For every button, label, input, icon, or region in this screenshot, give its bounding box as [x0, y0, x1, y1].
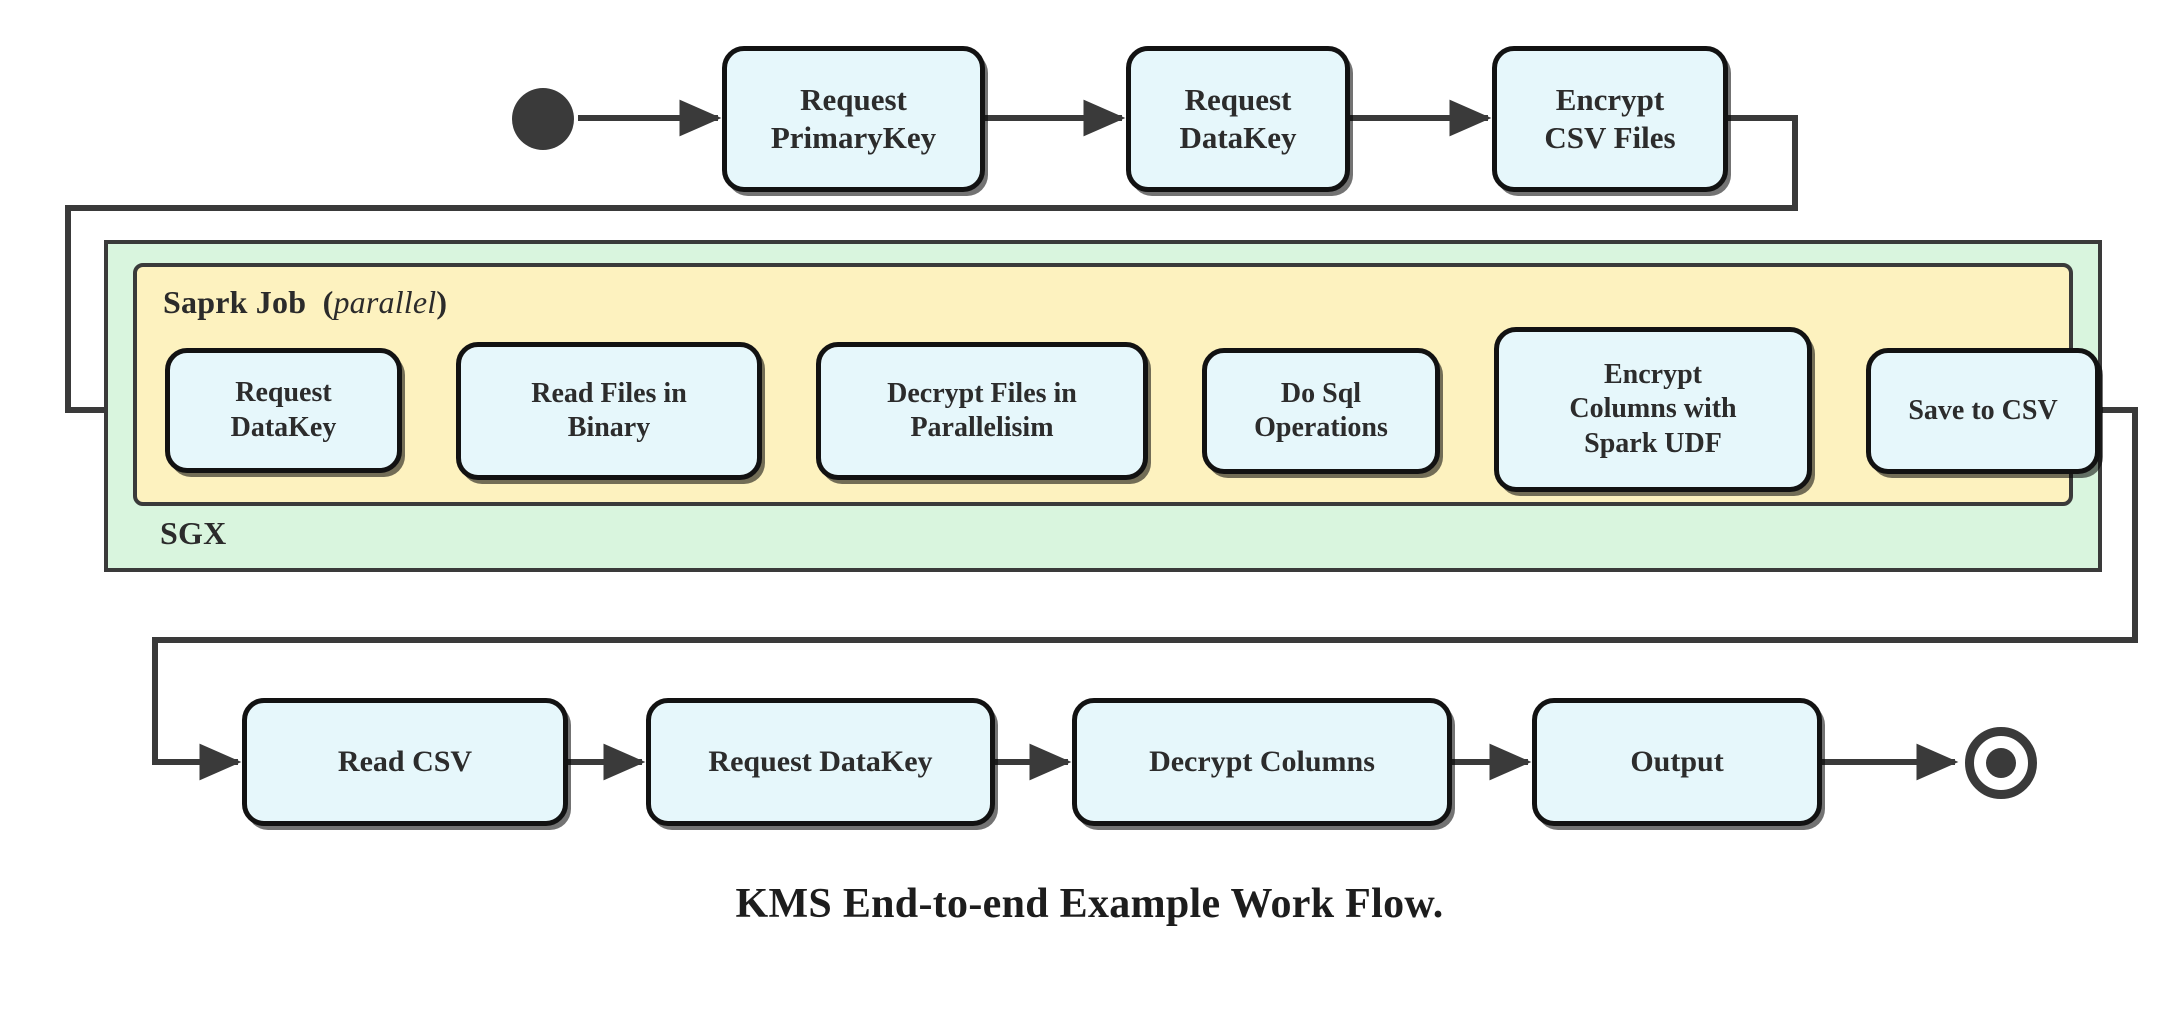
spark-label-paren-open: ( — [322, 284, 334, 320]
container-sgx-label: SGX — [160, 515, 226, 552]
node-read-files-in-binary[interactable]: Read Files in Binary — [456, 342, 762, 480]
edge-encrypt-csv-to-spark-datakey — [65, 115, 1798, 429]
node-request-primarykey[interactable]: Request PrimaryKey — [722, 46, 985, 192]
node-line: Request DataKey — [708, 744, 933, 778]
node-line: Operations — [1254, 412, 1388, 443]
figure-caption: KMS End-to-end Example Work Flow. — [0, 880, 2179, 928]
node-line: PrimaryKey — [770, 120, 937, 155]
node-output[interactable]: Output — [1532, 698, 1822, 826]
node-line: Spark UDF — [1584, 427, 1722, 459]
node-read-csv[interactable]: Read CSV — [242, 698, 568, 826]
spark-label-bold: Saprk Job — [163, 284, 307, 320]
node-line: Request — [800, 82, 907, 118]
node-line: Request — [1184, 82, 1292, 118]
node-line: Do Sql — [1280, 377, 1362, 409]
node-line: Encrypt — [1555, 82, 1665, 118]
edge-save-csv-to-read-csv — [152, 407, 2138, 781]
spark-label-italic: parallel — [333, 284, 437, 320]
node-line: Decrypt Columns — [1149, 744, 1375, 778]
container-spark-job-label: Saprk Job (parallel) — [163, 284, 447, 321]
node-decrypt-files-in-parallelisim[interactable]: Decrypt Files in Parallelisim — [816, 342, 1148, 480]
container-sgx-label-text: SGX — [160, 515, 227, 551]
node-line: Output — [1630, 744, 1724, 778]
node-line: Request — [235, 377, 332, 409]
node-save-to-csv[interactable]: Save to CSV — [1866, 348, 2100, 474]
start-node — [512, 88, 574, 150]
node-request-datakey-spark[interactable]: Request DataKey — [165, 348, 402, 473]
figure-caption-text: KMS End-to-end Example Work Flow. — [735, 881, 1444, 927]
node-decrypt-columns[interactable]: Decrypt Columns — [1072, 698, 1452, 826]
node-line: DataKey — [1179, 120, 1297, 155]
end-node — [1965, 727, 2037, 799]
node-encrypt-csv-files[interactable]: Encrypt CSV Files — [1492, 46, 1728, 192]
node-line: Read CSV — [337, 744, 473, 778]
node-request-datakey-bottom[interactable]: Request DataKey — [646, 698, 995, 826]
node-encrypt-columns-with-spark-udf[interactable]: Encrypt Columns with Spark UDF — [1494, 327, 1812, 492]
node-line: Save to CSV — [1908, 394, 2058, 426]
node-line: Parallelisim — [910, 412, 1054, 443]
node-line: CSV Files — [1544, 120, 1676, 155]
node-do-sql-operations[interactable]: Do Sql Operations — [1202, 348, 1440, 474]
node-line: Binary — [567, 412, 651, 443]
node-line: Encrypt — [1604, 359, 1702, 391]
node-line: Read Files in — [531, 377, 687, 409]
node-line: DataKey — [230, 411, 337, 443]
spark-label-paren-close: ) — [436, 284, 448, 320]
node-line: Decrypt Files in — [887, 377, 1077, 409]
end-node-core — [1986, 748, 2016, 778]
node-line: Columns with — [1569, 393, 1737, 425]
node-request-datakey-top[interactable]: Request DataKey — [1126, 46, 1350, 192]
